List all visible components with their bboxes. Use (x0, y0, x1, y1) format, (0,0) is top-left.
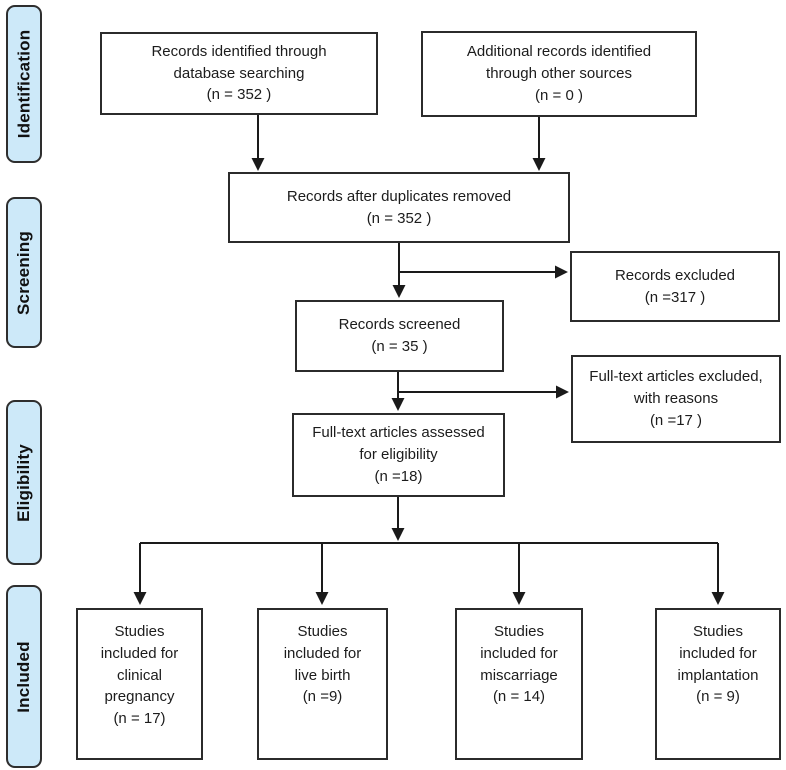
box-fulltext-excluded: Full-text articles excluded, with reason… (571, 355, 781, 443)
stage-included-label: Included (14, 640, 33, 713)
stage-screening-label: Screening (14, 230, 33, 315)
box-included-implantation: Studies included for implantation (n = 9… (655, 608, 781, 760)
box-additional-records: Additional records identified through ot… (421, 31, 697, 117)
stage-eligibility: Eligibility (6, 400, 42, 565)
stage-eligibility-label: Eligibility (14, 443, 34, 522)
box-records-excluded: Records excluded (n =317 ) (570, 251, 780, 322)
box-fulltext-assessed: Full-text articles assessed for eligibil… (292, 413, 505, 497)
box-records-screened: Records screened (n = 35 ) (295, 300, 504, 372)
stage-identification: Identification (6, 5, 42, 163)
stage-screening: Screening (6, 197, 42, 348)
stage-identification-label: Identification (14, 29, 34, 139)
box-included-live-birth: Studies included for live birth (n =9) (257, 608, 388, 760)
box-included-clinical-pregnancy: Studies included for clinical pregnancy … (76, 608, 203, 760)
box-records-identified: Records identified through database sear… (100, 32, 378, 115)
stage-included: Included (6, 585, 42, 768)
box-after-duplicates: Records after duplicates removed (n = 35… (228, 172, 570, 243)
box-included-miscarriage: Studies included for miscarriage (n = 14… (455, 608, 583, 760)
